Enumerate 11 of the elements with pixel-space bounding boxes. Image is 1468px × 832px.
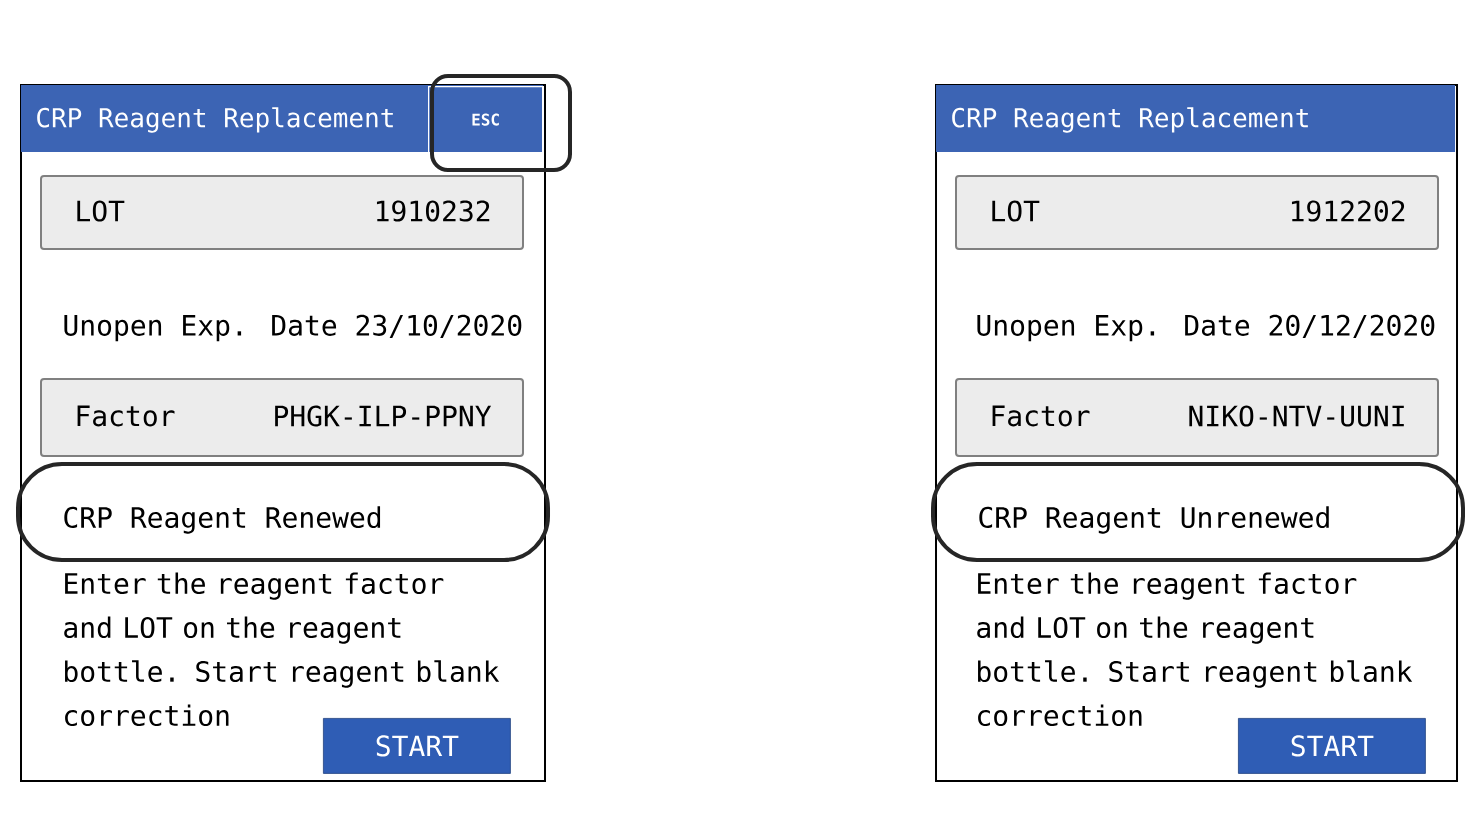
- expiry-date-text: Unopen Exp. Date 23/10/2020: [64, 314, 522, 342]
- input-field: Factor PHGK-ILP-PPNY: [40, 378, 524, 457]
- input-field: LOT 1912202: [955, 175, 1439, 250]
- input-field: Factor NIKO-NTV-UUNI: [955, 378, 1439, 457]
- expiry-date-text: Unopen Exp. Date 20/12/2020: [977, 314, 1435, 342]
- esc-button: ESC: [428, 86, 544, 154]
- input-field: LOT 1910232: [40, 175, 524, 250]
- start-button: START: [323, 718, 511, 774]
- screen-title: CRP Reagent Replacement: [37, 107, 393, 133]
- start-button: START: [1238, 718, 1426, 774]
- screen-title: CRP Reagent Replacement: [952, 107, 1308, 133]
